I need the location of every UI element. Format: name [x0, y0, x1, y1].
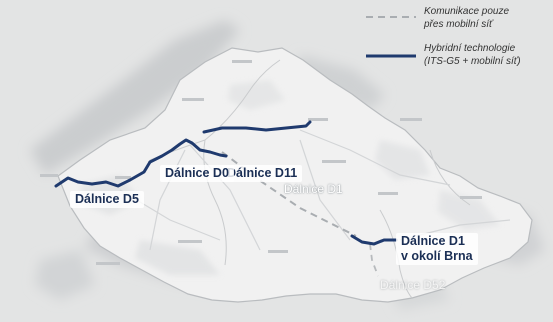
- legend-item-mobile-only: Komunikace pouze přes mobilní síť: [364, 4, 550, 36]
- legend-mobile-only-line2: přes mobilní síť: [424, 19, 493, 30]
- mobile-only-route-d52: [369, 243, 379, 277]
- legend-hybrid-line1: Hybridní technologie: [424, 43, 516, 54]
- label-d1: Dálnice D1: [284, 182, 343, 196]
- solid-line-swatch: [366, 54, 416, 58]
- label-d1-brno-line1: Dálnice D1: [401, 234, 465, 248]
- label-d0: Dálnice D0: [160, 165, 234, 182]
- hybrid-routes: [54, 120, 398, 246]
- label-d1-brno-line2: v okolí Brna: [401, 249, 473, 263]
- route-d5: [54, 160, 152, 188]
- label-d5: Dálnice D5: [70, 191, 144, 208]
- place-labels-faint: [40, 60, 482, 265]
- route-d11: [202, 120, 312, 134]
- label-d52: Dálnice D52: [380, 278, 446, 292]
- route-d1-brno: [350, 234, 398, 246]
- legend-item-hybrid: Hybridní technologie (ITS-G5 + mobilní s…: [364, 41, 550, 73]
- label-d11: Dálnice D11: [222, 165, 303, 182]
- mobile-only-route: [221, 151, 357, 237]
- label-d1-brno: Dálnice D1 v okolí Brna: [396, 233, 478, 265]
- legend-hybrid-line2: (ITS-G5 + mobilní síť): [424, 56, 521, 67]
- route-d0: [148, 138, 228, 164]
- legend-mobile-only-line1: Komunikace pouze: [424, 6, 510, 17]
- dashed-line-swatch: [366, 16, 416, 18]
